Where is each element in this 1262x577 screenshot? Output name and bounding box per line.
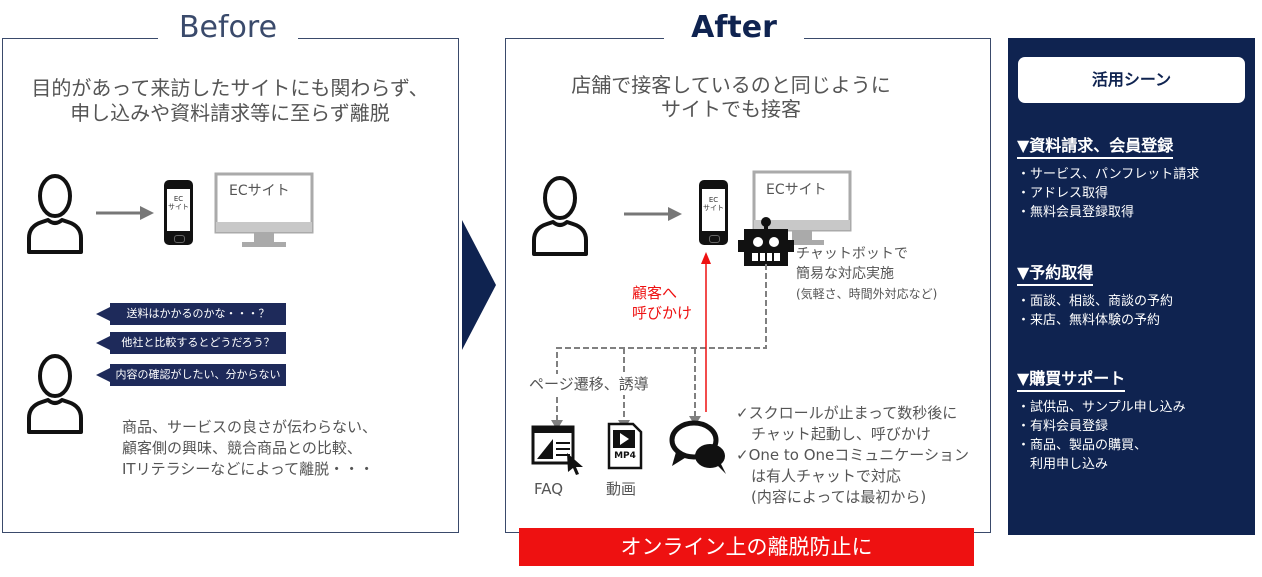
video-file-icon bbox=[607, 422, 643, 470]
sidebar-section-list: ・面談、相談、商談の予約 ・来店、無料体験の予約 bbox=[1017, 292, 1173, 330]
mp4-label: MP4 bbox=[614, 451, 636, 461]
call-out-text-line2: 呼びかけ bbox=[632, 304, 693, 322]
check-line: (内容によっては最初から) bbox=[736, 488, 927, 506]
reason-line: 商品、サービスの良さが伝わらない、 bbox=[122, 418, 378, 436]
sidebar bbox=[1008, 38, 1255, 535]
after-panel bbox=[505, 38, 991, 533]
arrow-right-icon bbox=[624, 207, 682, 221]
sidebar-title: 活用シーン bbox=[1091, 70, 1172, 89]
speech-bubble: 内容の確認がしたい、分からない bbox=[96, 364, 286, 386]
bot-text-line: 簡易な対応実施 bbox=[796, 266, 894, 282]
faq-label: FAQ bbox=[534, 480, 564, 498]
sidebar-list-item: ・サービス、パンフレット請求 bbox=[1017, 167, 1200, 182]
person-icon bbox=[27, 354, 83, 434]
sidebar-title-box bbox=[1018, 57, 1245, 103]
monitor-icon bbox=[214, 172, 314, 247]
before-panel bbox=[2, 38, 459, 533]
before-headline-line2: 申し込みや資料請求等に至らず離脱 bbox=[70, 101, 390, 125]
arrow-right-icon bbox=[96, 206, 154, 220]
chat-bubbles-icon bbox=[669, 420, 726, 474]
sidebar-section-heading: ▼購買サポート bbox=[1017, 369, 1126, 392]
sidebar-section-list: ・試供品、サンプル申し込み ・有料会員登録 ・商品、製品の購買、 利用申し込み bbox=[1017, 398, 1186, 474]
monitor-label: ECサイト bbox=[766, 182, 827, 198]
banner-text: オンライン上の離脱防止に bbox=[620, 535, 873, 559]
phone-label-line1: EC bbox=[173, 195, 184, 203]
sidebar-list-item: ・アドレス取得 bbox=[1017, 186, 1109, 201]
monitor-label: ECサイト bbox=[229, 183, 290, 199]
reason-line: ITリテラシーなどによって離脱・・・ bbox=[122, 460, 375, 478]
speech-bubble: 他社と比較するとどうだろう？ bbox=[96, 332, 286, 354]
check-line: チャット起動し、呼びかけ bbox=[736, 425, 931, 443]
phone-label-line2: サイト bbox=[168, 203, 189, 211]
chatbot-robot-icon bbox=[738, 217, 794, 266]
before-headline-line1: 目的があって来訪したサイトにも関わらず、 bbox=[31, 76, 429, 100]
bot-note: (気軽さ、時間外対応など) bbox=[796, 287, 938, 301]
smartphone-icon bbox=[164, 180, 193, 245]
sidebar-list-item: ・有料会員登録 bbox=[1017, 419, 1109, 434]
phone-label-line1: EC bbox=[708, 196, 719, 204]
banner bbox=[519, 528, 974, 566]
video-label: 動画 bbox=[606, 480, 637, 498]
reason-line: 顧客側の興味、競合商品との比較、 bbox=[122, 439, 362, 457]
sidebar-section-heading: ▼予約取得 bbox=[1017, 263, 1094, 286]
bot-text-line: チャットボットで bbox=[796, 246, 908, 262]
after-headline-line1: 店舗で接客しているのと同じように bbox=[571, 73, 891, 97]
check-line: ✓One to Oneコミュニケーション bbox=[736, 446, 969, 464]
after-headline-line2: サイトでも接客 bbox=[661, 97, 801, 121]
call-out-text-line1: 顧客へ bbox=[632, 284, 678, 302]
sidebar-list-item: ・商品、製品の購買、 bbox=[1017, 438, 1148, 453]
check-line: は有人チャットで対応 bbox=[736, 467, 901, 485]
check-line: ✓スクロールが止まって数秒後に bbox=[736, 404, 958, 422]
speech-bubble: 送料はかかるのかな・・・？ bbox=[96, 303, 286, 325]
sidebar-list-item: ・無料会員登録取得 bbox=[1017, 205, 1135, 220]
person-icon bbox=[27, 174, 83, 254]
phone-label-line2: サイト bbox=[703, 204, 724, 212]
page-transition-label: ページ遷移、誘導 bbox=[527, 374, 651, 395]
transition-arrow-icon bbox=[462, 220, 496, 350]
after-title: After bbox=[664, 10, 804, 46]
sidebar-list-item: 利用申し込み bbox=[1017, 457, 1109, 472]
sidebar-list-item: ・来店、無料体験の予約 bbox=[1017, 313, 1161, 328]
smartphone-icon bbox=[699, 180, 728, 245]
sidebar-list-item: ・試供品、サンプル申し込み bbox=[1017, 400, 1186, 415]
before-title: Before bbox=[158, 10, 298, 46]
sidebar-list-item: ・面談、相談、商談の予約 bbox=[1017, 294, 1174, 309]
sidebar-section-heading: ▼資料請求、会員登録 bbox=[1017, 136, 1174, 159]
sidebar-section-list: ・サービス、パンフレット請求 ・アドレス取得 ・無料会員登録取得 bbox=[1017, 165, 1199, 222]
faq-page-icon bbox=[531, 425, 583, 475]
person-icon bbox=[532, 176, 588, 256]
